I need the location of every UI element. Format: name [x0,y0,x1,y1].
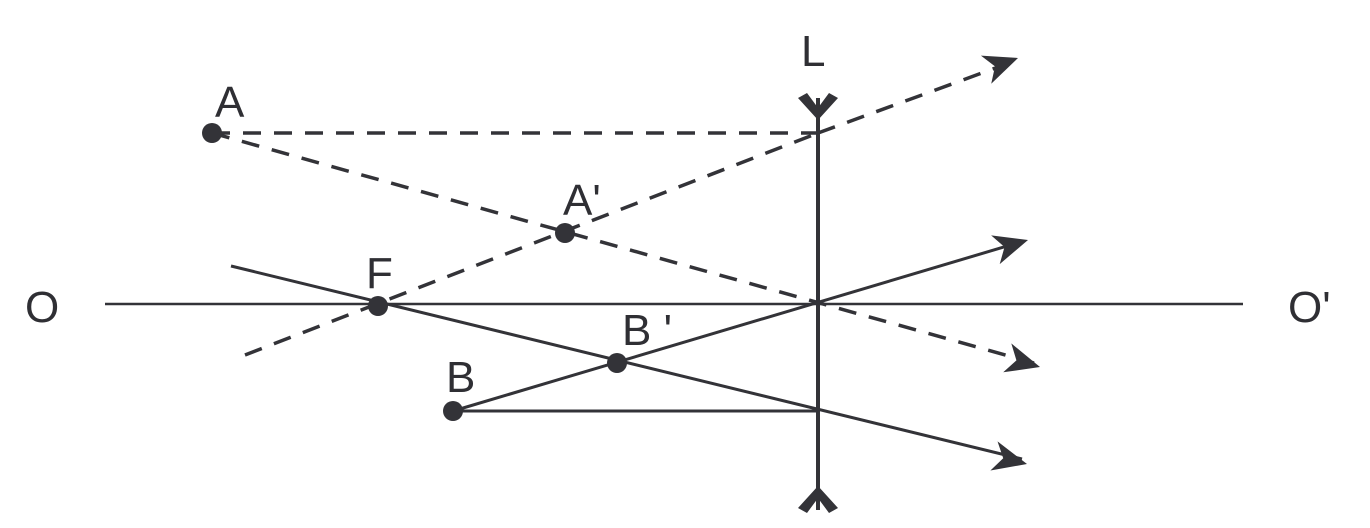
ray-refracted-ray-from-A-through-F-prime [817,60,1013,135]
arrow-heads-group [980,55,1040,471]
label-lens-l: L [801,27,825,76]
lens-top-caret-icon [798,93,838,120]
points-group [202,123,627,421]
point-a-prime [555,223,575,243]
arrow-middle-dashed-icon [1003,343,1040,373]
label-axis-origin-o: O [25,283,59,332]
labels-group: A B A' B ' F L O O' [25,27,1331,402]
label-axis-end-o-prime: O' [1288,283,1331,332]
rays-group [211,60,1035,461]
lens-group [798,93,838,513]
point-a [202,123,222,143]
label-point-b: B [446,353,475,402]
ray-ray-through-F-rising-right [244,131,819,357]
point-b [443,401,463,421]
arrow-middle-solid-icon [991,235,1028,265]
arrow-lower-solid-icon [990,441,1027,471]
label-point-a: A [215,78,245,127]
label-point-b-prime: B ' [622,306,672,355]
arrow-upper-dashed-icon [980,55,1018,84]
point-f [368,296,388,316]
ray-refracted-ray-from-B [452,239,1025,413]
label-point-a-prime: A' [563,176,601,225]
lens-bottom-caret-icon [798,486,838,513]
label-focal-point-f: F [366,249,393,298]
point-b-prime [607,353,627,373]
